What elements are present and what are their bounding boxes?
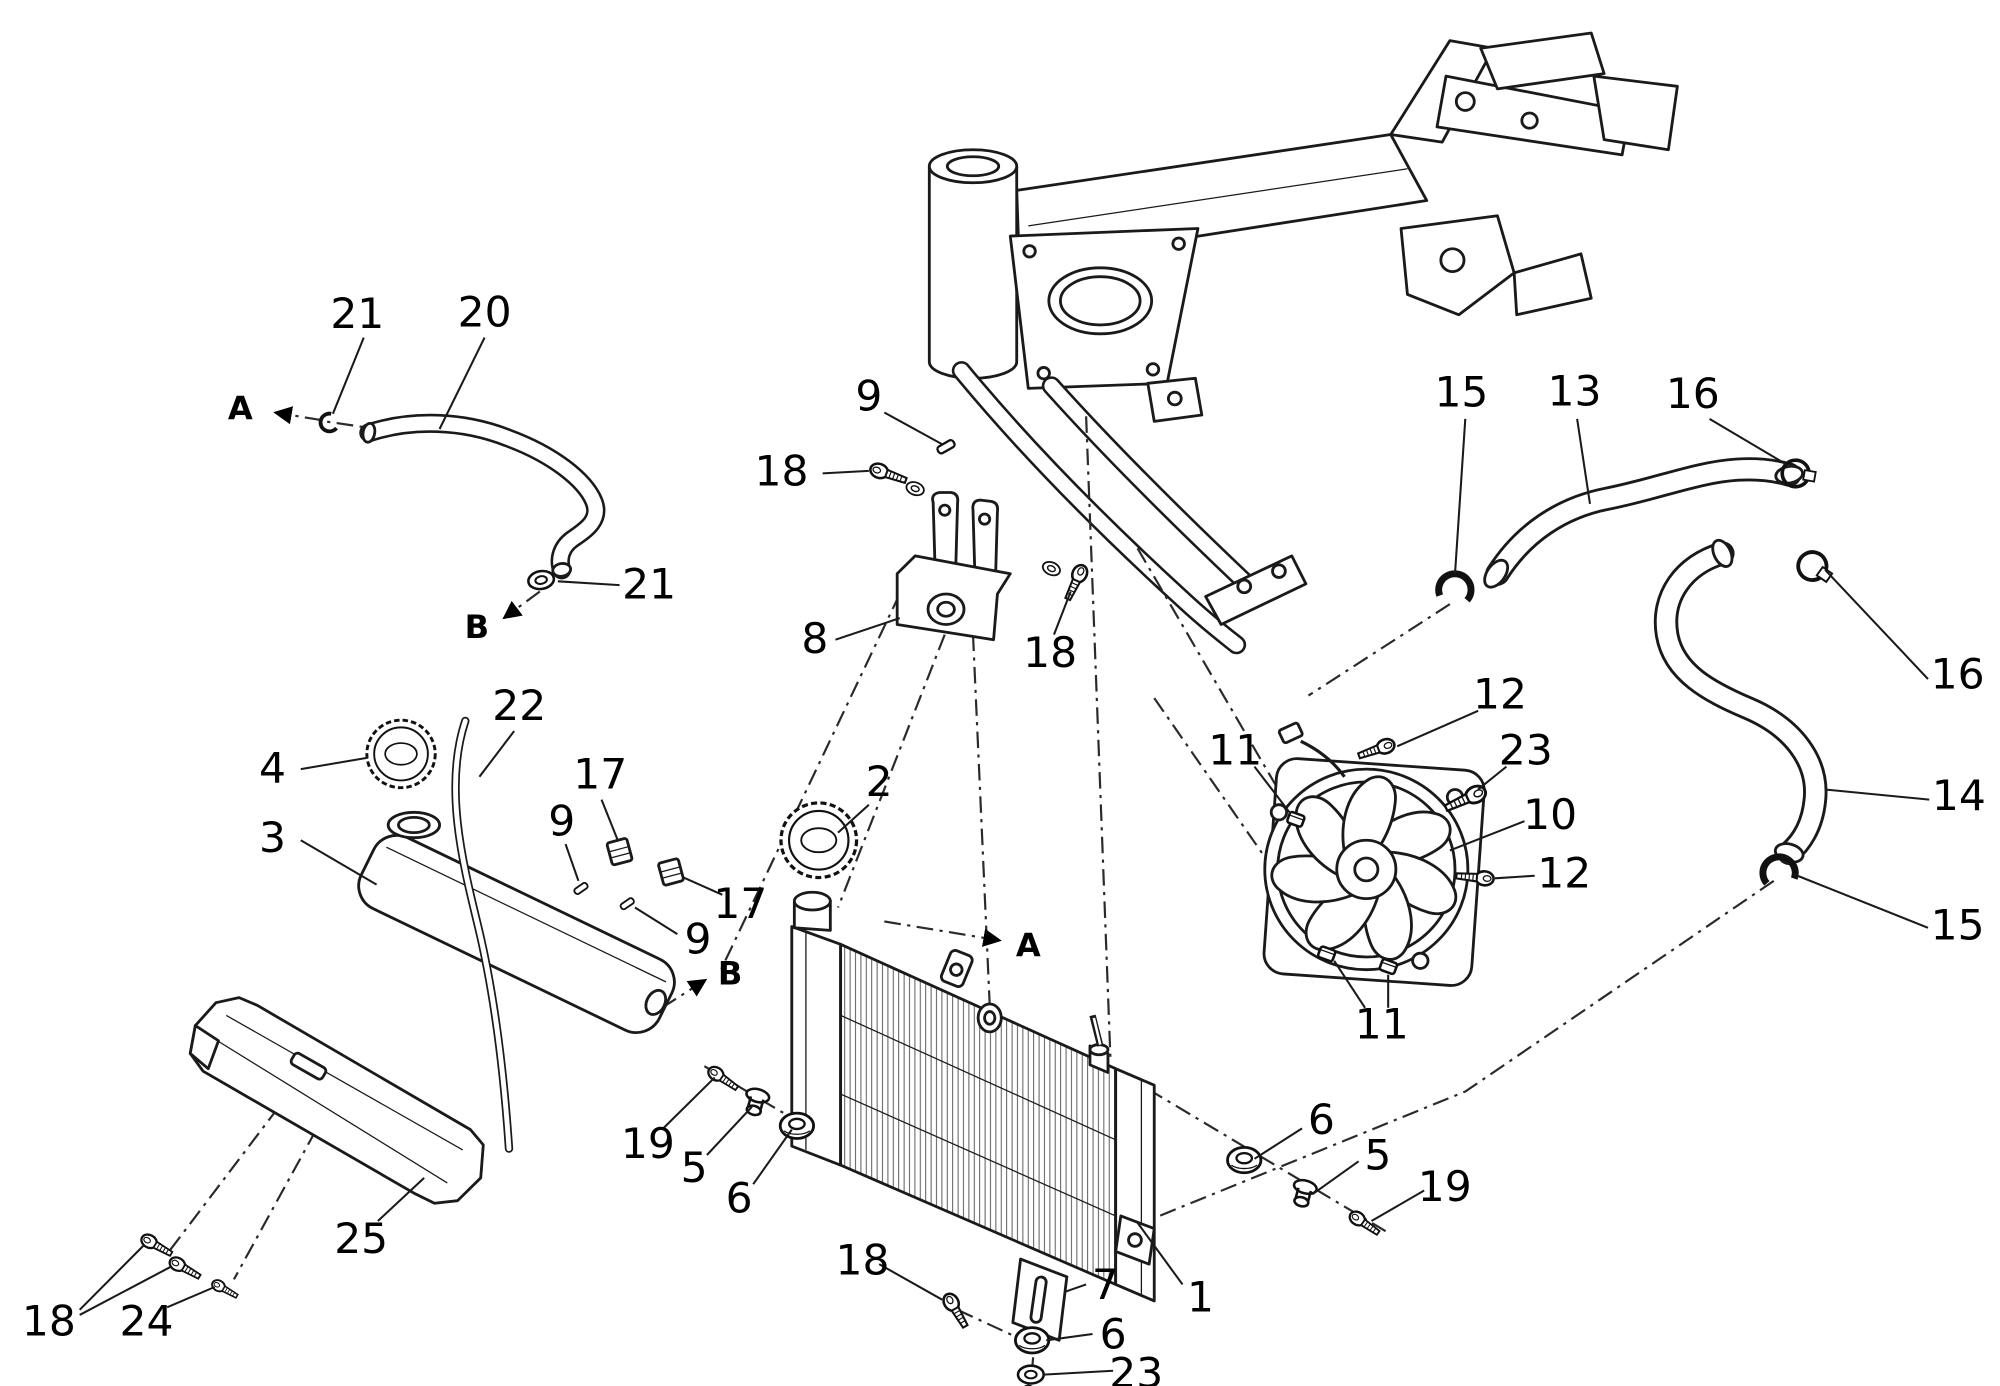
callout-5-31: 5 (1364, 1131, 1391, 1180)
callout-24-37: 24 (120, 1297, 174, 1346)
callout-9-2: 9 (855, 372, 882, 421)
callout-11-26: 11 (1355, 1000, 1409, 1049)
callout-17-23: 17 (713, 879, 767, 928)
callout-3-16: 3 (259, 813, 286, 862)
callout-2-19: 2 (866, 758, 893, 807)
callout-6-29: 6 (726, 1174, 753, 1223)
radiator-guard (188, 996, 485, 1205)
cooling-fan (1262, 721, 1486, 987)
screw-24 (209, 1276, 241, 1302)
callout-15-4: 15 (1434, 368, 1488, 417)
grommet-6a (778, 1111, 816, 1140)
callout-6-30: 6 (1308, 1095, 1335, 1144)
callout-23-14: 23 (1499, 726, 1553, 775)
washer-18a (903, 478, 927, 499)
hose-clip-21b (525, 567, 557, 593)
callout-7-35: 7 (1092, 1260, 1119, 1309)
callout-13-5: 13 (1548, 367, 1602, 416)
hose-clamp-15a (1437, 571, 1473, 600)
grommet-6c (1014, 1326, 1051, 1355)
callout-21-7: 21 (622, 560, 676, 609)
callout-5-28: 5 (681, 1143, 708, 1192)
dowel-pin-9a (935, 437, 957, 456)
mount-bracket (895, 491, 1012, 642)
callout-9-24: 9 (684, 915, 711, 964)
fan-connector (1277, 721, 1304, 745)
callout-11-13: 11 (1208, 726, 1262, 775)
radiator-hoses (1437, 455, 1839, 884)
callout-19-27: 19 (621, 1119, 675, 1168)
bolt-12a (1355, 735, 1398, 764)
view-marker-B-1: B (465, 608, 489, 646)
bolt-18a (867, 460, 910, 489)
callout-21-0: 21 (330, 289, 384, 338)
expansion-tank (357, 718, 676, 1034)
callout-12-21: 12 (1537, 849, 1591, 898)
callout-1-36: 1 (1187, 1273, 1214, 1322)
radiator (790, 890, 1156, 1342)
pin-9c (618, 896, 636, 912)
leader-lines (78, 337, 1930, 1376)
overflow-hose (316, 410, 606, 593)
view-arrow-a-center (884, 920, 1002, 947)
callout-25-33: 25 (334, 1214, 388, 1263)
bolt-18b (1060, 561, 1092, 604)
washer-23b (1016, 1364, 1045, 1385)
callout-18-3: 18 (755, 447, 809, 496)
view-marker-labels: A B A B (228, 390, 1041, 993)
view-arrow-b-left (502, 590, 541, 620)
hose-clamp-15b (1760, 854, 1796, 883)
radiator-cap-2 (779, 801, 859, 880)
callout-10-20: 10 (1523, 791, 1577, 840)
hose-clamp-16b (1793, 547, 1839, 587)
fan-wire (1300, 739, 1346, 778)
callout-4-11: 4 (259, 744, 286, 793)
callout-16-6: 16 (1666, 369, 1720, 418)
callout-6-39: 6 (1100, 1310, 1127, 1359)
callout-18-9: 18 (1023, 628, 1077, 677)
pin-9b (572, 880, 590, 896)
callout-16-15: 16 (1931, 650, 1985, 699)
callout-14-22: 14 (1932, 771, 1986, 820)
tank-cap-4 (365, 718, 437, 790)
bolt-19a (704, 1062, 742, 1095)
view-marker-A-0: A (228, 390, 253, 428)
callout-19-32: 19 (1418, 1162, 1472, 1211)
callout-9-18: 9 (548, 797, 575, 846)
callout-22-10: 22 (492, 681, 546, 730)
view-arrow-a-top (273, 406, 322, 425)
callout-17-17: 17 (573, 750, 627, 799)
hose-guides (572, 837, 685, 912)
callout-8-8: 8 (801, 614, 828, 663)
callout-18-38: 18 (22, 1297, 76, 1346)
projection-lines (166, 416, 1775, 1384)
callout-18-34: 18 (835, 1236, 889, 1285)
grommet-6b (1226, 1145, 1263, 1175)
bolt-18e (166, 1253, 204, 1284)
view-marker-A-2: A (1016, 927, 1041, 965)
callout-23-40: 23 (1109, 1349, 1163, 1386)
bolt-19b (1345, 1207, 1383, 1240)
bolt-18c (939, 1289, 973, 1332)
hose-clip-21a (316, 410, 339, 436)
view-marker-B-3: B (718, 955, 742, 993)
view-arrow-b-center (661, 978, 708, 1009)
breather-hose-22 (451, 716, 514, 1153)
callout-20-1: 20 (458, 288, 512, 337)
washer-18b (1039, 558, 1064, 579)
callout-12-12: 12 (1473, 670, 1527, 719)
motorcycle-frame (927, 31, 1679, 655)
callout-15-25: 15 (1931, 901, 1985, 950)
